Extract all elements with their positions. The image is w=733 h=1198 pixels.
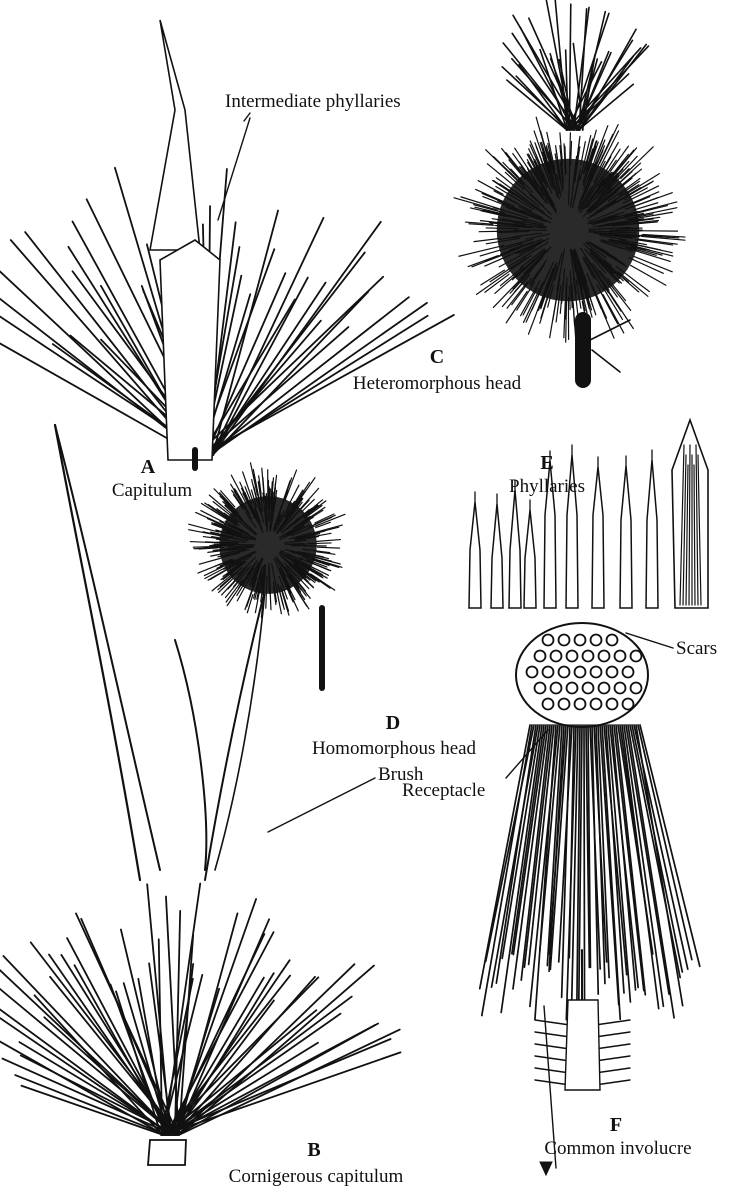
panel-letter-c: C [430, 347, 444, 367]
panel-letter-e: E [540, 453, 553, 473]
phyllaries-drawing [469, 420, 708, 608]
capitulum-drawing [0, 20, 454, 468]
panel-caption-d: Homomorphous head [312, 738, 476, 760]
label-receptacle: Receptacle [402, 780, 485, 802]
panel-caption-b: Cornigerous capitulum [229, 1166, 404, 1188]
panel-caption-e: Phyllaries [509, 476, 585, 498]
panel-caption-f: Common involucre [544, 1138, 691, 1160]
homomorphous-head-drawing [189, 463, 345, 688]
panel-letter-a: A [141, 457, 155, 477]
label-intermediate-phyllaries: Intermediate phyllaries [225, 91, 401, 113]
panel-caption-c: Heteromorphous head [353, 373, 521, 395]
panel-letter-b: B [307, 1140, 320, 1160]
panel-letter-f: F [610, 1115, 622, 1135]
label-scars: Scars [676, 638, 717, 660]
panel-caption-a: Capitulum [112, 480, 192, 502]
panel-letter-d: D [386, 713, 400, 733]
common-involucre-drawing [480, 623, 700, 1090]
heteromorphous-head-drawing [454, 0, 685, 380]
